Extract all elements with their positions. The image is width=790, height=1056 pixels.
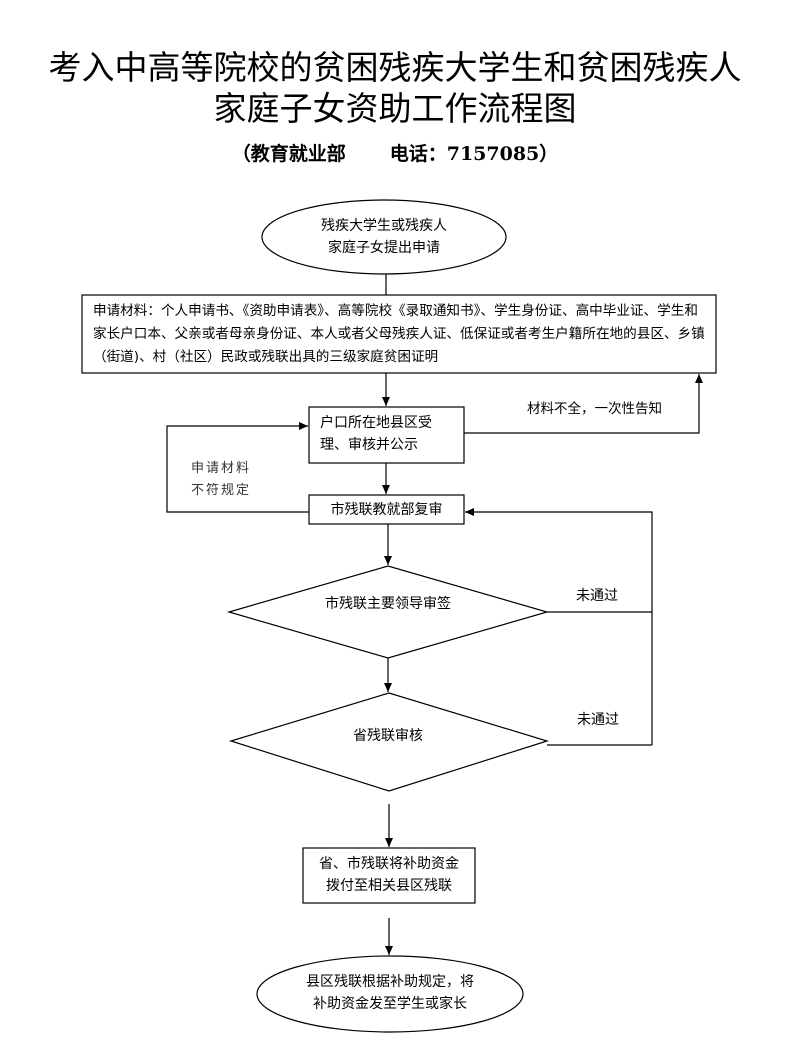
start-node-line2: 家庭子女提出申请 [328,240,440,256]
start-node: 残疾大学生或残疾人 家庭子女提出申请 [292,215,476,259]
phone-label: 电话：7157085） [389,143,559,165]
edge-not-qualified-return [166,422,309,513]
start-node-line1: 残疾大学生或残疾人 [321,218,447,234]
label-not-passed-2: 未通过 [577,712,619,728]
label-not-passed-1: 未通过 [576,588,618,604]
city-review-box: 市残联教就部复审 [330,502,443,518]
edge-not-passed-return [465,508,653,745]
edge-incomplete-notify [464,374,703,434]
label-not-qualified-line2: 不符规定 [191,483,252,498]
department-label: （教育就业部 [231,143,346,165]
start-node-shape [261,199,507,275]
materials-box: 申请材料：个人申请书、《资助申请表》、高等院校《录取通知书》、学生身份证、高中毕… [93,303,705,365]
allocate-box-line2: 拨付至相关县区残联 [326,878,452,894]
label-not-qualified: 申请材料 不符规定 [191,458,281,502]
materials-box-shape [81,294,717,374]
contact-info: （教育就业部 电话：7157085） [0,139,790,166]
county-box-line1: 户口所在地县区受 [320,415,432,431]
end-node-shape [256,955,524,1033]
page-title-line1: 考入中高等院校的贫困残疾大学生和贫困残疾人 [48,48,742,87]
city-leader-diamond: 市残联主要领导审签 [325,596,451,612]
end-node-line1: 县区残联根据补助规定，将 [306,974,474,990]
province-diamond-shape [228,692,550,792]
page-title-line2: 家庭子女资助工作流程图 [213,89,577,128]
label-incomplete: 材料不全，一次性告知 [527,401,662,417]
county-box: 户口所在地县区受 理、审核并公示 [320,412,460,456]
end-node-line2: 补助资金发至学生或家长 [313,996,467,1012]
city-review-box-shape [308,494,465,525]
end-node: 县区残联根据补助规定，将 补助资金发至学生或家长 [270,971,510,1015]
label-not-qualified-line1: 申请材料 [191,461,252,476]
province-diamond: 省残联审核 [353,728,423,744]
allocate-box-shape [302,847,476,904]
allocate-box-line1: 省、市残联将补助资金 [319,856,459,872]
county-box-line2: 理、审核并公示 [320,437,418,453]
allocate-box: 省、市残联将补助资金 拨付至相关县区残联 [303,853,475,897]
